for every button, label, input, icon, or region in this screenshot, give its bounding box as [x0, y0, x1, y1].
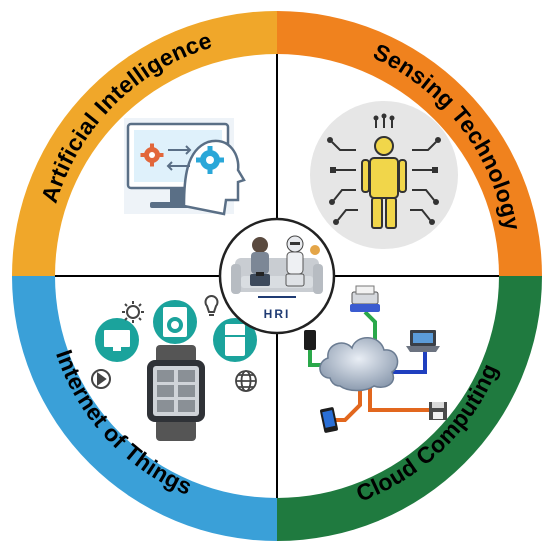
human-robot-couch-icon — [231, 235, 323, 298]
hri-label: HRI — [264, 307, 291, 321]
human-sensor-circuit-icon — [310, 101, 458, 249]
center-hri: HRI — [218, 217, 336, 335]
cloud-network-icon — [304, 285, 447, 433]
smartwatch-devices-icon — [91, 295, 257, 441]
brain-gears-monitor-icon — [124, 118, 246, 216]
